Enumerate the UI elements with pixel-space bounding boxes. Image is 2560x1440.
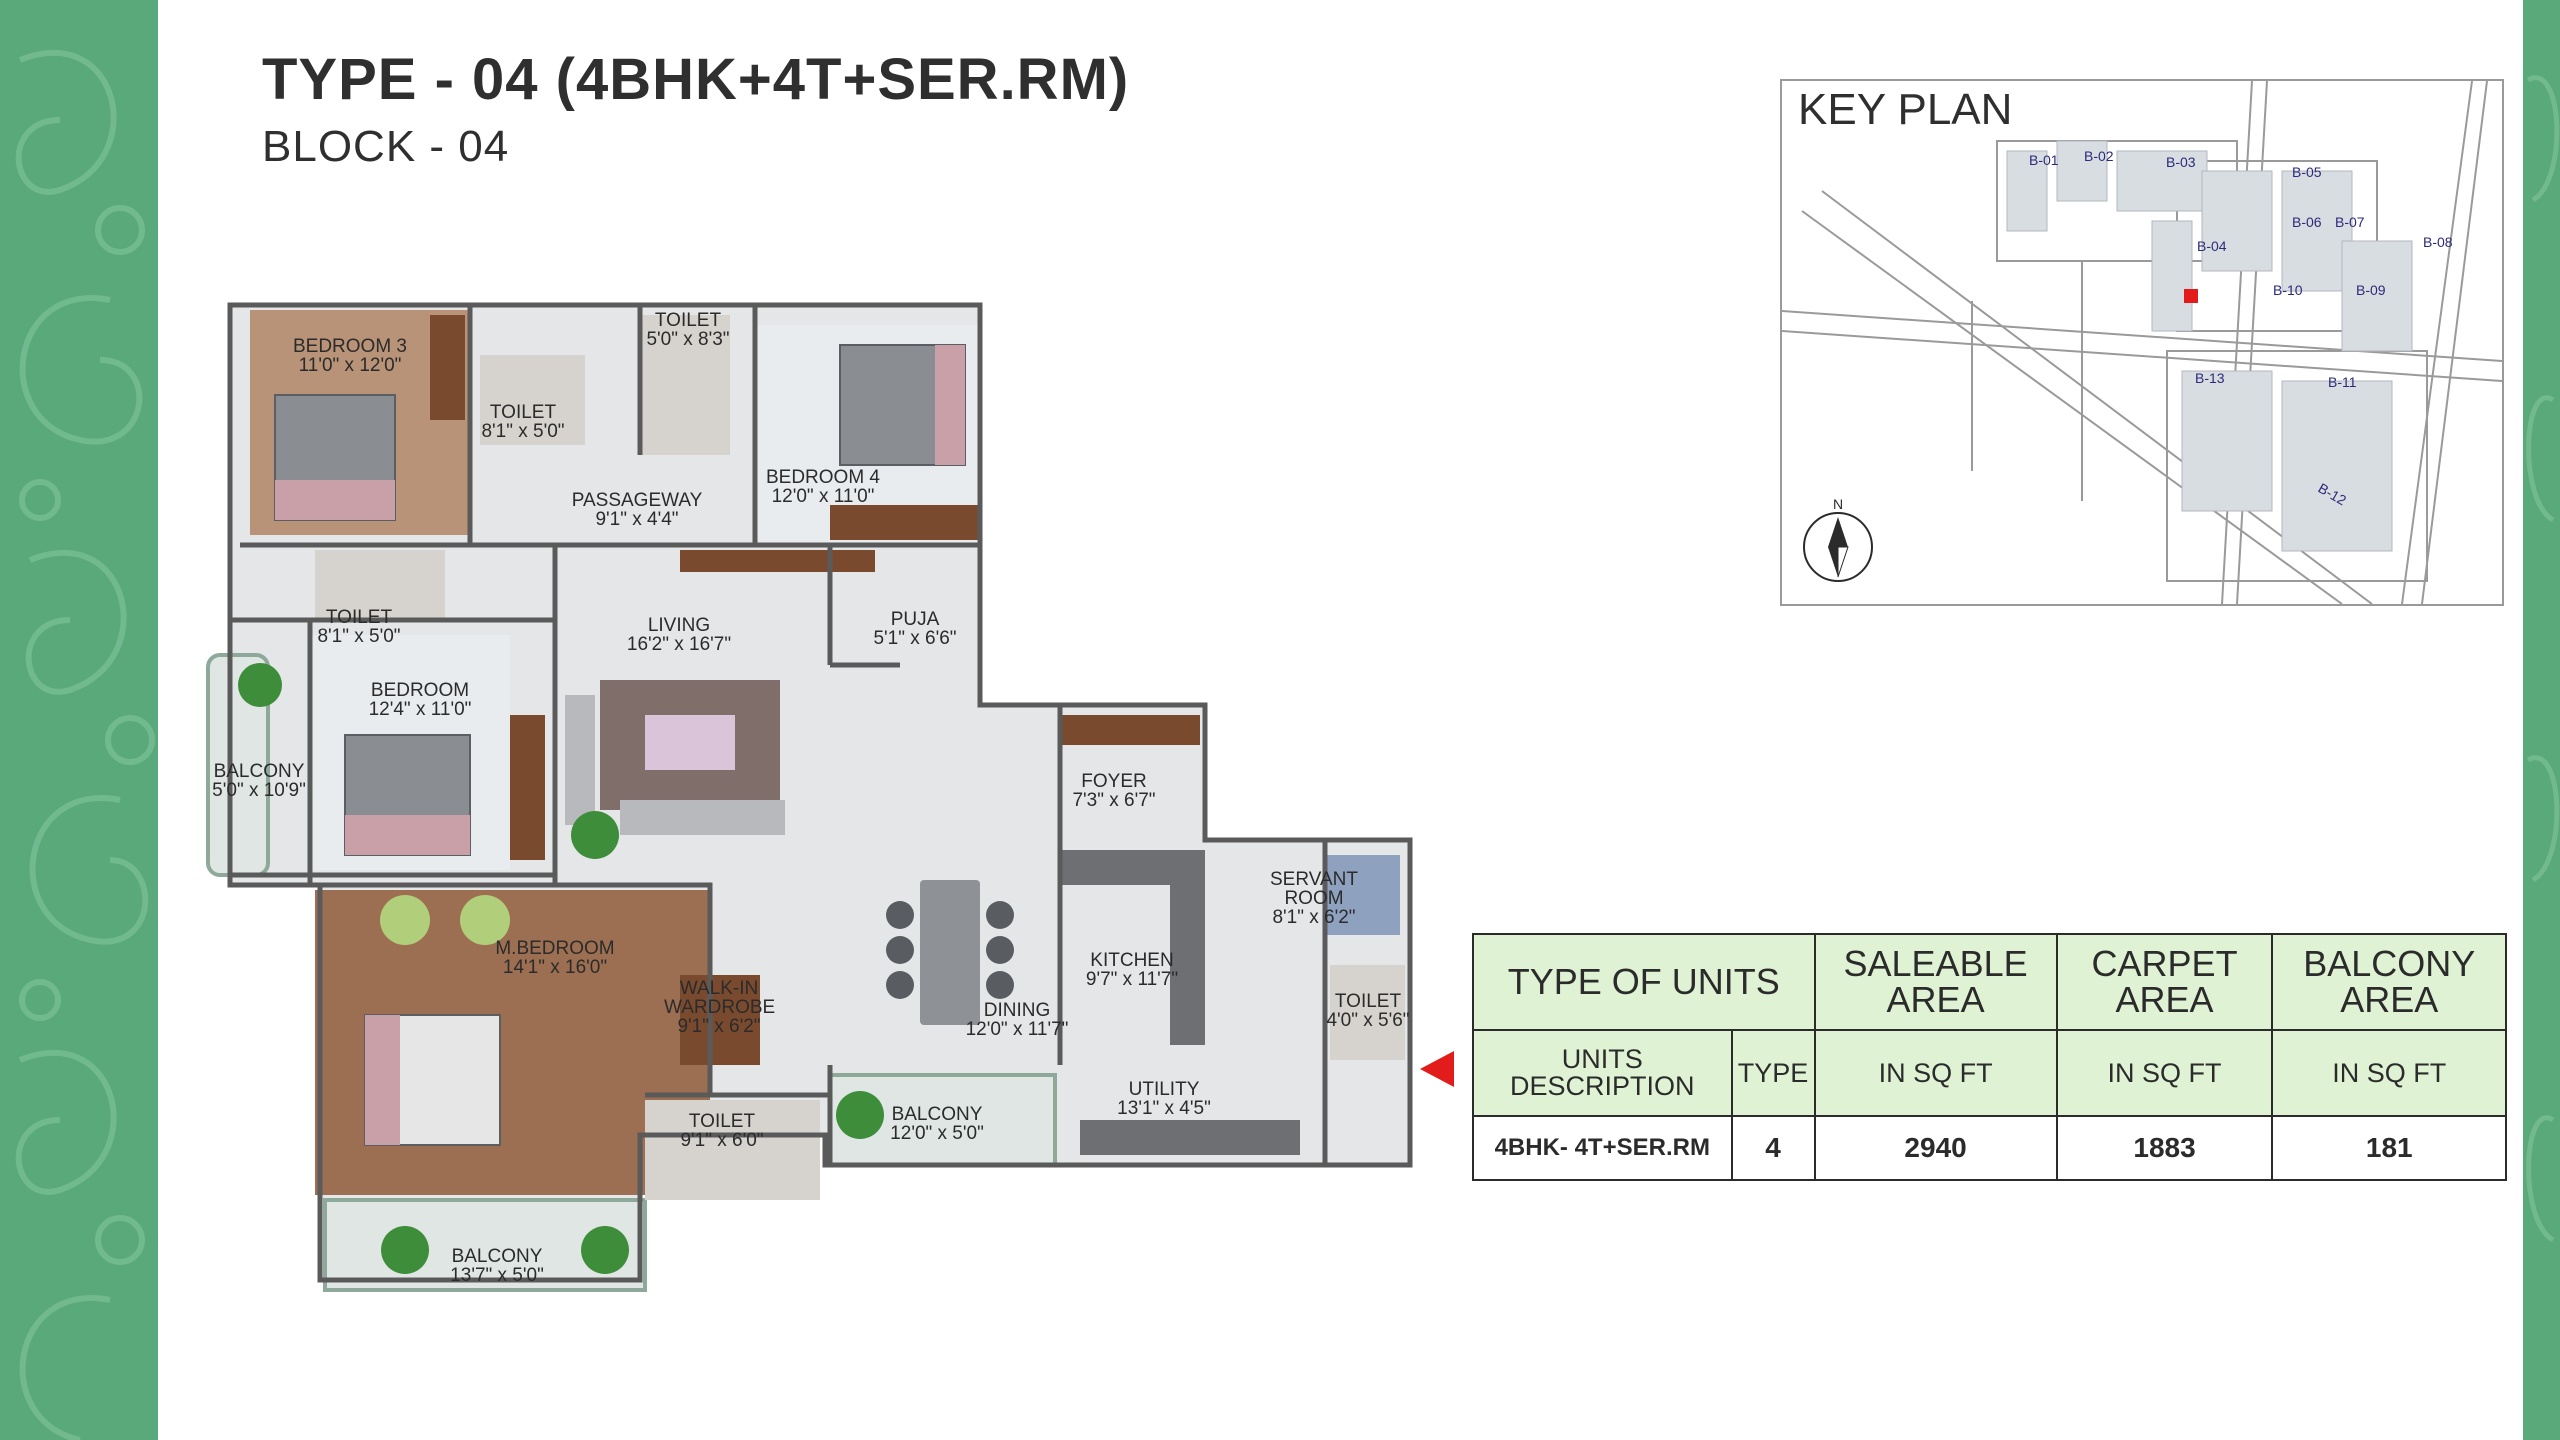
table-subheader-row: UNITS DESCRIPTION TYPE IN SQ FT IN SQ FT… bbox=[1472, 1029, 2507, 1117]
key-plan-block-label: B-06 bbox=[2292, 214, 2322, 230]
north-label: N bbox=[1833, 496, 1843, 512]
key-plan-block-label: B-09 bbox=[2356, 282, 2386, 298]
key-plan-block-label: B-11 bbox=[2328, 374, 2357, 390]
type-header: TYPE bbox=[1730, 1029, 1816, 1117]
room-label-balcony: BALCONY 12'0" x 5'0" bbox=[890, 1104, 984, 1144]
room-label-living: LIVING 16'2" x 16'7" bbox=[626, 615, 732, 655]
key-plan-block-label: B-07 bbox=[2335, 214, 2365, 230]
key-plan-block-label: B-08 bbox=[2423, 234, 2453, 250]
floor-plan-drawing bbox=[206, 302, 1413, 1292]
room-label-toilet: TOILET 9'1" x 6'0" bbox=[680, 1111, 764, 1151]
room-label-dining: DINING 12'0" x 11'7" bbox=[965, 1000, 1069, 1040]
key-plan-block-label: B-03 bbox=[2166, 154, 2196, 170]
saleable-area-cell: 2940 bbox=[1813, 1115, 2058, 1181]
room-label-walk-in-wardrobe: WALK-IN WARDROBE 9'1" x 6'2" bbox=[664, 978, 776, 1037]
room-label-bedroom-3: BEDROOM 3 11'0" x 12'0" bbox=[292, 336, 408, 376]
room-label-toilet: TOILET 8'1" x 5'0" bbox=[481, 402, 565, 442]
key-plan-block-label: B-01 bbox=[2029, 152, 2059, 168]
site-map-illustration: B-01 B-02 B-03 B-04 B-05 B-06 B-07 B-08 … bbox=[1782, 81, 2502, 604]
key-plan-block-label: B-13 bbox=[2195, 370, 2225, 386]
decorative-band-right bbox=[2523, 0, 2560, 1440]
room-label-toilet: TOILET 5'0" x 8'3" bbox=[646, 310, 730, 350]
balcony-area-header: BALCONY AREA bbox=[2271, 933, 2507, 1031]
decorative-band-left bbox=[0, 0, 158, 1440]
room-label-toilet: TOILET 8'1" x 5'0" bbox=[317, 607, 401, 647]
units-description-header: UNITS DESCRIPTION bbox=[1472, 1029, 1733, 1117]
balcony-area-cell: 181 bbox=[2271, 1115, 2507, 1181]
saleable-unit-header: IN SQ FT bbox=[1813, 1029, 2058, 1117]
key-plan: B-01 B-02 B-03 B-04 B-05 B-06 B-07 B-08 … bbox=[1780, 79, 2504, 606]
room-label-servant-room: SERVANT ROOM 8'1" x 6'2" bbox=[1270, 869, 1358, 928]
key-plan-block-label: B-10 bbox=[2273, 282, 2303, 298]
balcony-unit-header: IN SQ FT bbox=[2271, 1029, 2507, 1117]
room-label-kitchen: KITCHEN 9'7" x 11'7" bbox=[1085, 950, 1179, 990]
key-plan-title: KEY PLAN bbox=[1798, 85, 2013, 134]
entry-arrow-icon bbox=[1420, 1051, 1454, 1087]
table-row: 4BHK- 4T+SER.RM 4 2940 1883 181 bbox=[1472, 1115, 2507, 1181]
floor-plan: BEDROOM 3 11'0" x 12'0" TOILET 5'0" x 8'… bbox=[200, 275, 1454, 1335]
north-compass-icon: N bbox=[1803, 496, 1873, 582]
room-label-foyer: FOYER 7'3" x 6'7" bbox=[1072, 771, 1156, 811]
room-label-balcony: BALCONY 13'7" x 5'0" bbox=[450, 1246, 544, 1286]
table-header-row: TYPE OF UNITS SALEABLE AREA CARPET AREA … bbox=[1472, 933, 2507, 1031]
unit-description-cell: 4BHK- 4T+SER.RM bbox=[1472, 1115, 1733, 1181]
room-label-utility: UTILITY 13'1" x 4'5" bbox=[1117, 1079, 1211, 1119]
room-label-master-bedroom: M.BEDROOM 14'1" x 16'0" bbox=[495, 938, 615, 978]
key-plan-block-label: B-04 bbox=[2197, 238, 2227, 254]
carpet-area-cell: 1883 bbox=[2055, 1115, 2274, 1181]
type-of-units-header: TYPE OF UNITS bbox=[1472, 933, 1816, 1031]
room-label-bedroom-4: BEDROOM 4 12'0" x 11'0" bbox=[765, 467, 881, 507]
saleable-area-header: SALEABLE AREA bbox=[1813, 933, 2058, 1031]
block-label: BLOCK - 04 bbox=[262, 122, 510, 171]
room-label-puja: PUJA 5'1" x 6'6" bbox=[873, 609, 957, 649]
room-label-bedroom: BEDROOM 12'4" x 11'0" bbox=[368, 680, 472, 720]
key-plan-block-label: B-02 bbox=[2084, 148, 2114, 164]
key-plan-block-label: B-05 bbox=[2292, 164, 2322, 180]
page-title: TYPE - 04 (4BHK+4T+SER.RM) bbox=[262, 47, 1130, 112]
carpet-area-header: CARPET AREA bbox=[2055, 933, 2274, 1031]
paisley-pattern-icon bbox=[15, 50, 155, 1440]
area-table: TYPE OF UNITS SALEABLE AREA CARPET AREA … bbox=[1472, 933, 2507, 1181]
room-label-passageway: PASSAGEWAY 9'1" x 4'4" bbox=[571, 490, 703, 530]
room-label-balcony: BALCONY 5'0" x 10'9" bbox=[212, 761, 306, 801]
paisley-pattern-icon bbox=[2526, 75, 2560, 1243]
unit-type-cell: 4 bbox=[1730, 1115, 1816, 1181]
carpet-unit-header: IN SQ FT bbox=[2055, 1029, 2274, 1117]
room-label-toilet: TOILET 4'0" x 5'6" bbox=[1326, 991, 1410, 1031]
